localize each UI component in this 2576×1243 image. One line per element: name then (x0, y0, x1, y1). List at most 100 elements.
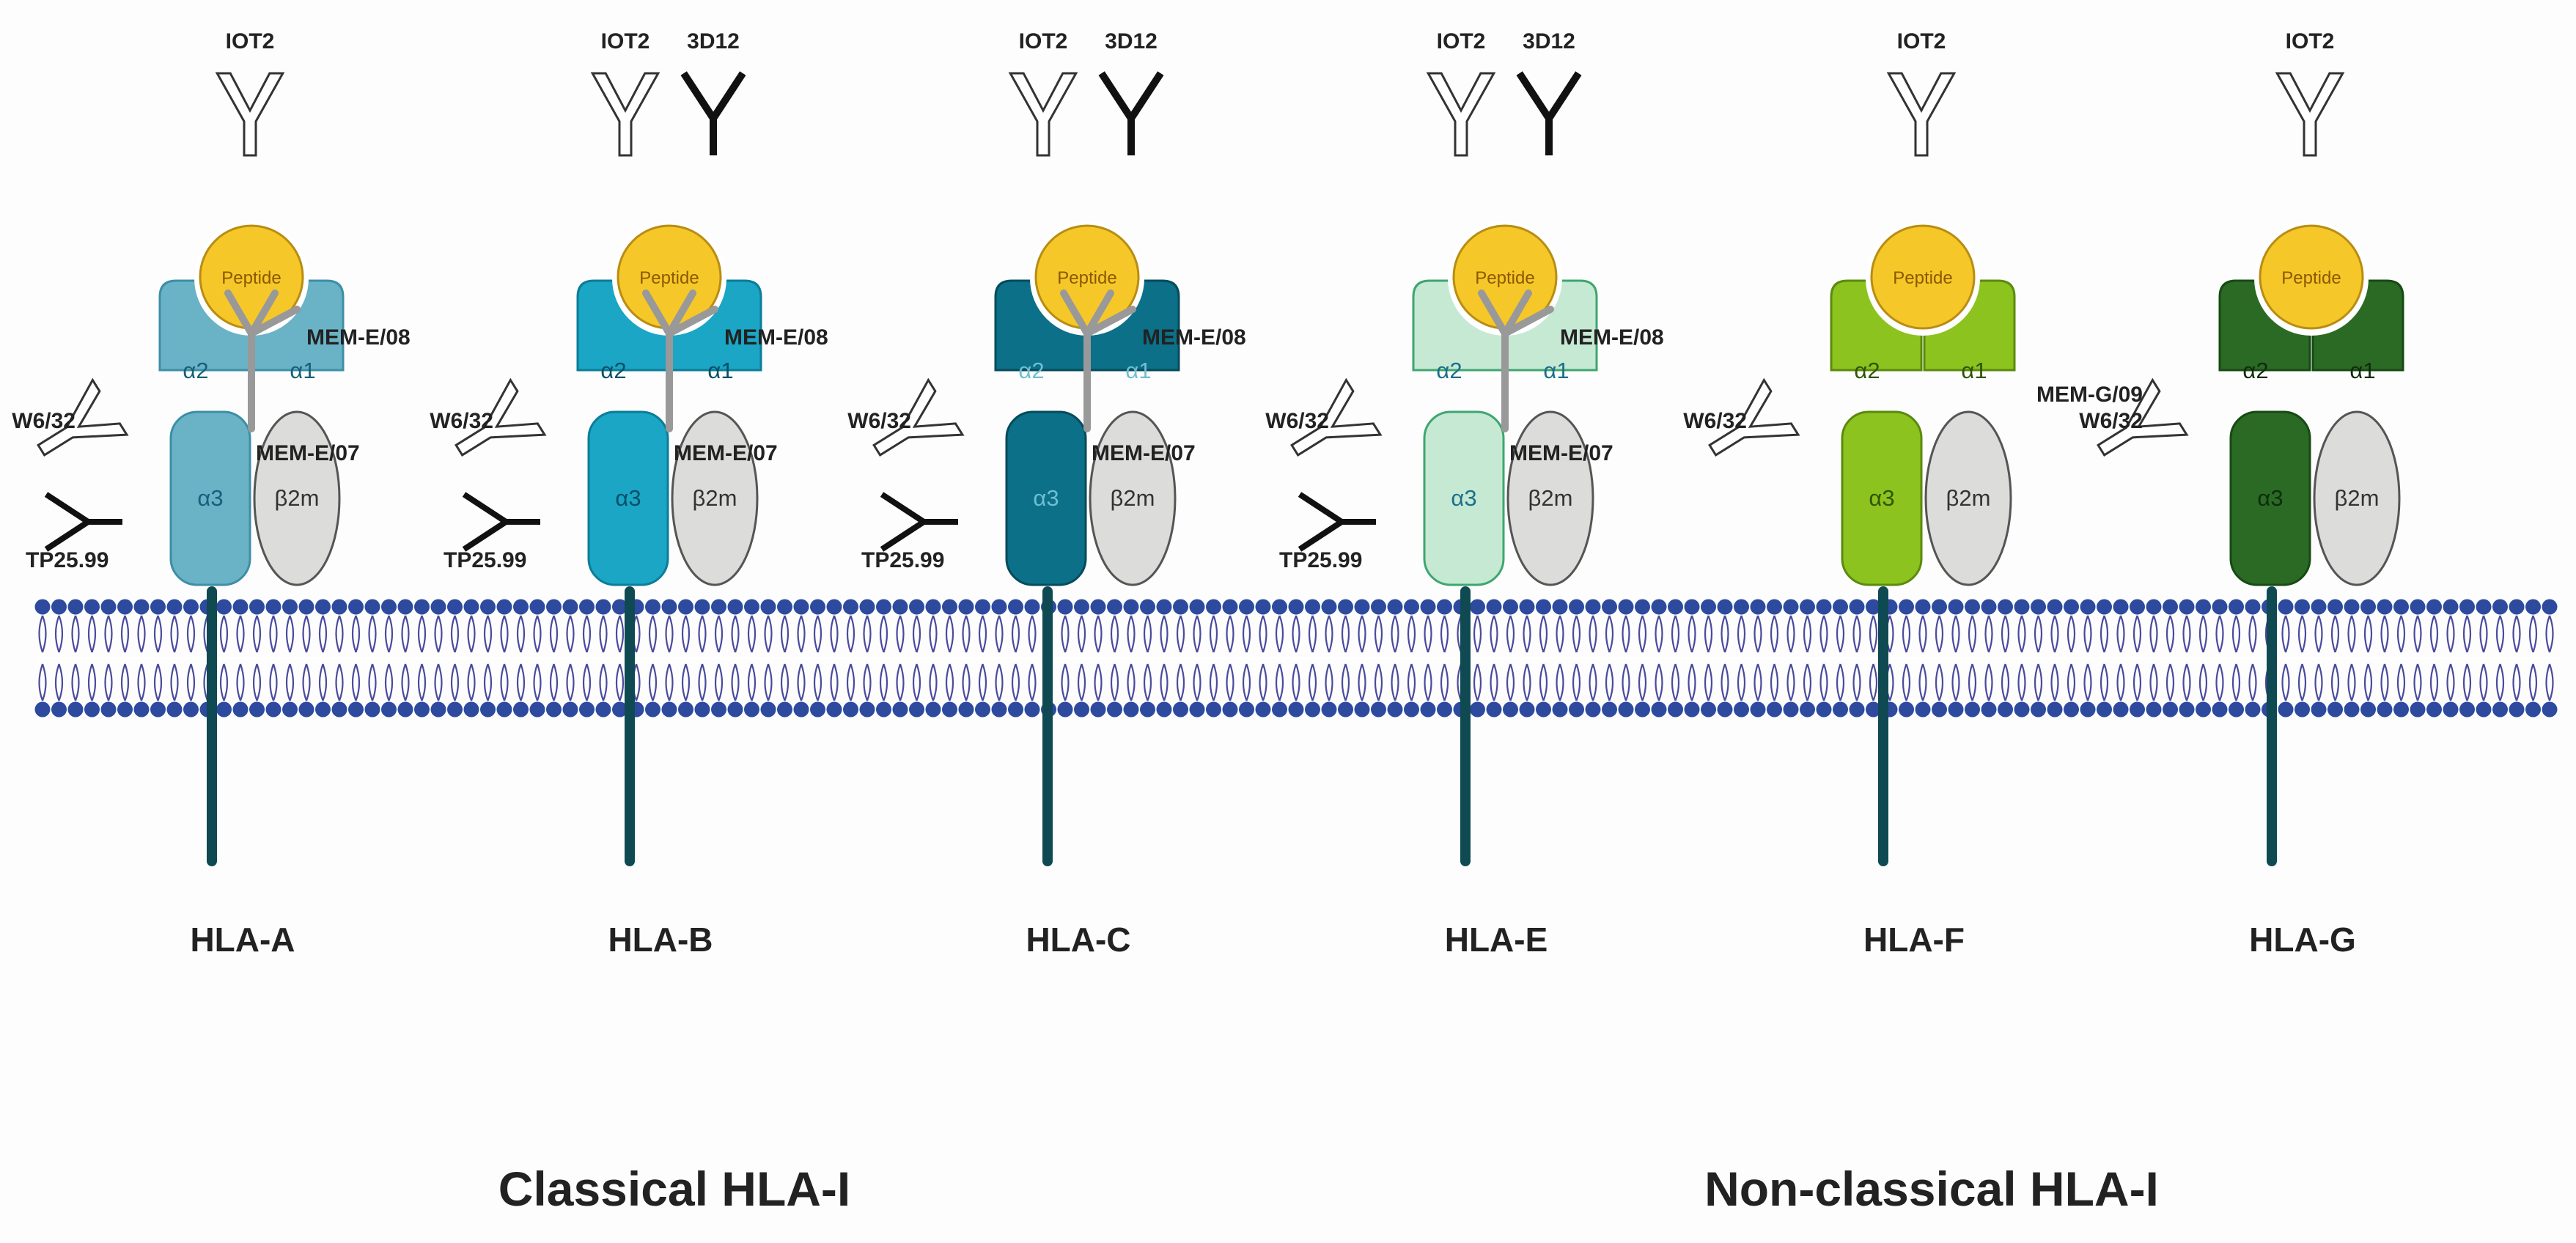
molecule-name: HLA-F (1863, 921, 1965, 959)
beta2m-label: β2m (1528, 485, 1573, 511)
mem-e07-label: MEM-E/07 (1509, 441, 1613, 465)
lipid-head (612, 599, 628, 615)
lipid-head (100, 701, 117, 718)
alpha1-label: α1 (1543, 358, 1569, 383)
iot2-antibody (590, 72, 660, 157)
peptide-label: Peptide (221, 268, 281, 288)
lipid-head (1288, 599, 1304, 615)
lipid-head (1899, 599, 1914, 615)
antibody-3d12 (1098, 71, 1164, 155)
lipid-head (1387, 599, 1403, 615)
membrane-heads (34, 599, 2558, 718)
lipid-head (793, 599, 809, 615)
lipid-head (546, 599, 562, 615)
lipid-head (777, 701, 792, 718)
mem-e-antibody (224, 289, 301, 432)
antibody-3d12 (1516, 71, 1582, 155)
top-antibody-label: IOT2 (601, 29, 650, 54)
side-label-1: MEM-G/09 (2036, 383, 2143, 407)
lipid-head (2492, 599, 2508, 615)
tp2599-label: TP25.99 (444, 548, 526, 572)
lipid-head (1140, 599, 1155, 615)
lipid-head (694, 701, 710, 718)
lipid-head (1668, 701, 1683, 718)
lipid-head (2542, 701, 2558, 718)
lipid-head (84, 701, 100, 718)
lipid-head (810, 701, 825, 718)
lipid-head (1057, 599, 1073, 615)
lipid-head (1866, 599, 1881, 615)
lipid-head (1123, 701, 1139, 718)
transmembrane-stem (1460, 586, 1471, 866)
lipid-head (760, 701, 776, 718)
lipid-head (1899, 701, 1914, 718)
lipid-head (2014, 701, 2030, 718)
lipid-head (1717, 599, 1733, 615)
lipid-head (2295, 701, 2310, 718)
lipid-head (1321, 599, 1337, 615)
mem-e07-label: MEM-E/07 (674, 441, 778, 465)
mem-e07-label: MEM-E/07 (1092, 441, 1196, 465)
lipid-head (579, 599, 595, 615)
lipid-head (2229, 599, 2244, 615)
lipid-head (463, 599, 479, 615)
alpha1-label: α1 (290, 358, 315, 383)
lipid-head (2031, 599, 2046, 615)
tp2599-antibody (1298, 492, 1376, 552)
lipid-head (2443, 701, 2459, 718)
alpha1-label: α1 (707, 358, 733, 383)
lipid-head (1965, 599, 1980, 615)
tp2599-antibody (880, 492, 958, 552)
lipid-head (381, 599, 397, 615)
lipid-head (2311, 599, 2327, 615)
w632-antibody (455, 377, 547, 457)
peptide-label: Peptide (2281, 268, 2341, 288)
lipid-head (727, 701, 743, 718)
lipid-head (381, 701, 397, 718)
lipid-head (810, 599, 825, 615)
lipid-head (843, 599, 858, 615)
lipid-head (1239, 599, 1254, 615)
lipid-head (1206, 599, 1221, 615)
top-antibody-label: IOT2 (226, 29, 275, 54)
lipid-head (1206, 701, 1221, 718)
lipid-head (2080, 599, 2096, 615)
lipid-head (1354, 701, 1370, 718)
lipid-head (2542, 599, 2558, 615)
lipid-head (2196, 599, 2211, 615)
lipid-head (331, 599, 347, 615)
lipid-head (1519, 599, 1535, 615)
w632-antibody (1708, 377, 1800, 457)
lipid-head (1981, 599, 1997, 615)
lipid-head (1734, 599, 1749, 615)
lipid-head (1717, 701, 1733, 718)
lipid-head (216, 701, 232, 718)
lipid-head (480, 701, 496, 718)
top-antibody-label: IOT2 (1437, 29, 1486, 54)
lipid-head (1090, 701, 1106, 718)
lipid-head (265, 599, 281, 615)
peptide (2259, 224, 2364, 330)
molecule-name: HLA-A (190, 921, 295, 959)
tp2599-antibody (462, 492, 540, 552)
lipid-head (2426, 701, 2442, 718)
lipid-head (447, 599, 463, 615)
lipid-head (2360, 701, 2376, 718)
lipid-head (1915, 701, 1931, 718)
lipid-head (661, 701, 677, 718)
lipid-head (2393, 701, 2409, 718)
iot2-antibody (215, 72, 285, 157)
lipid-head (150, 599, 166, 615)
lipid-head (2509, 701, 2525, 718)
lipid-head (1767, 701, 1782, 718)
alpha3-domain (2229, 410, 2311, 586)
alpha3-domain (1423, 410, 1505, 586)
lipid-head (1173, 701, 1188, 718)
lipid-head (2047, 701, 2063, 718)
lipid-head (1602, 599, 1617, 615)
beta2m-label: β2m (1111, 485, 1155, 511)
lipid-head (826, 599, 842, 615)
